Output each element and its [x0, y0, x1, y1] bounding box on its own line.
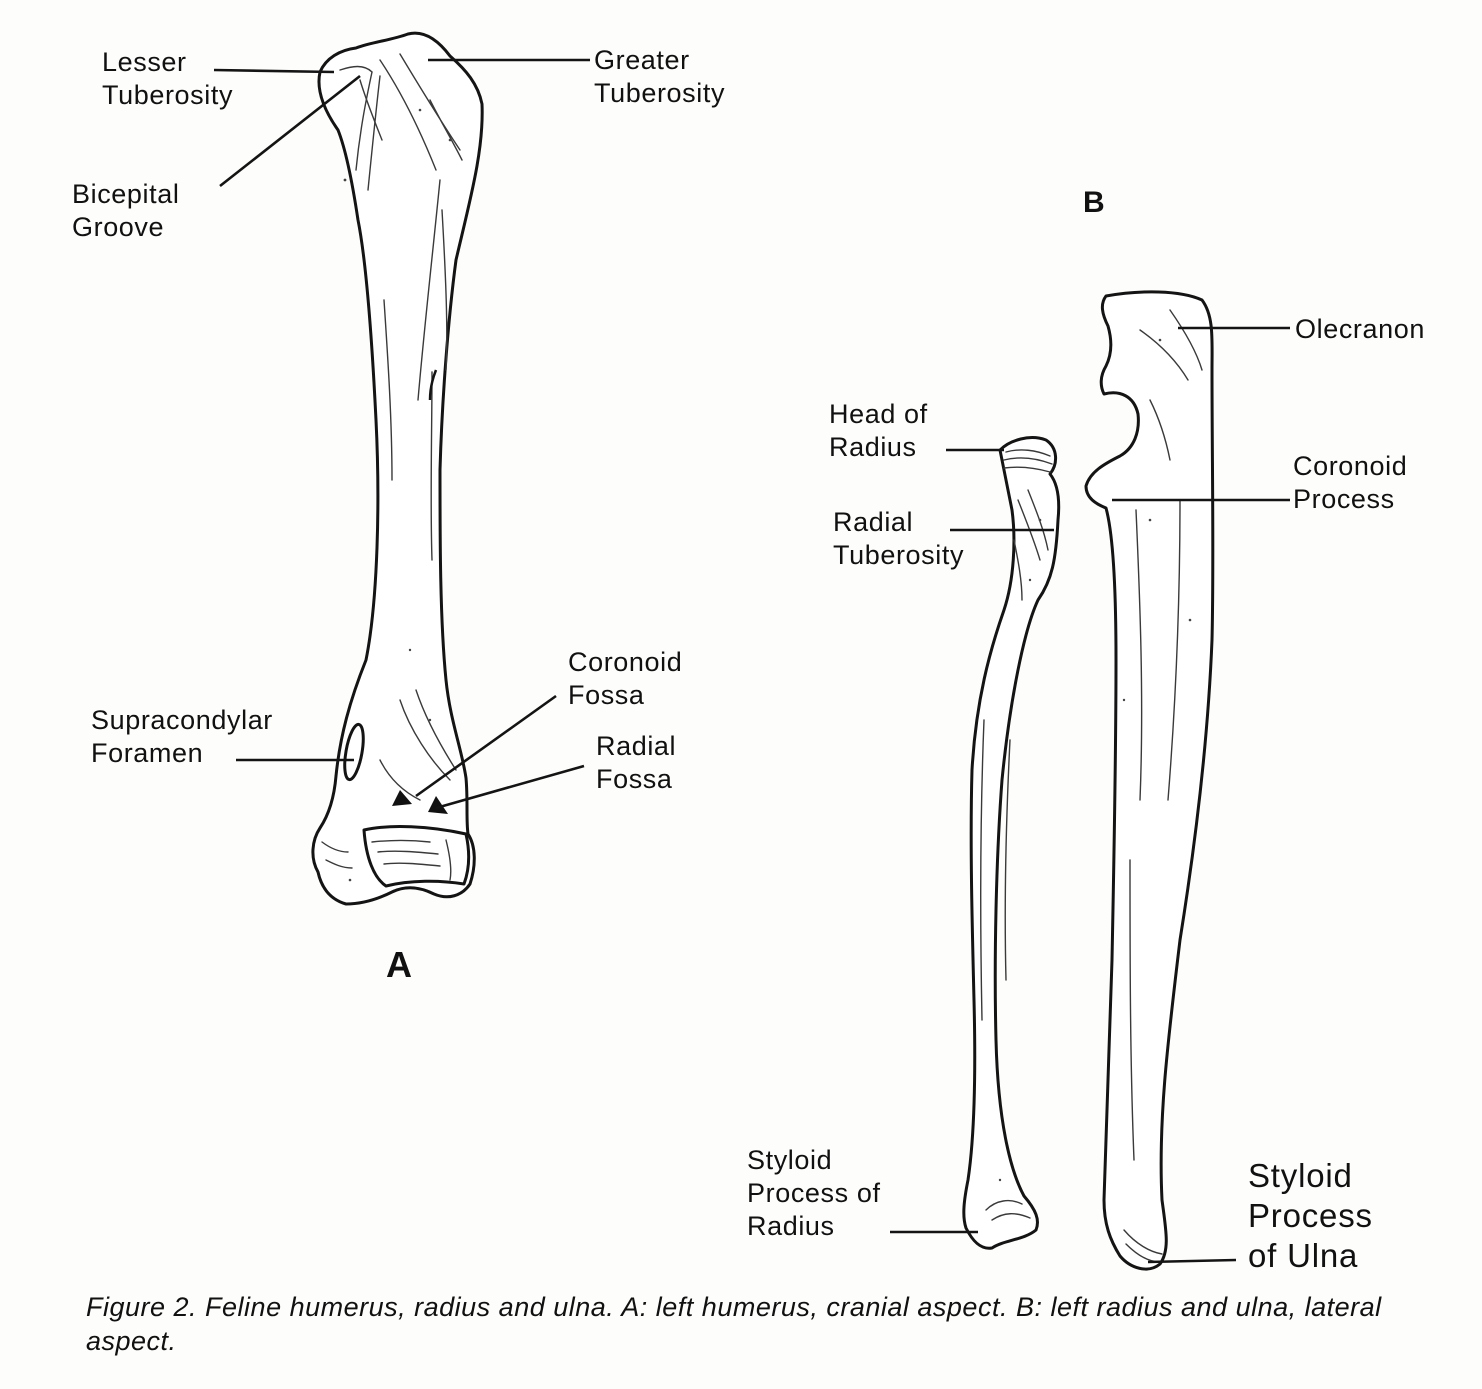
radius-bone: [962, 436, 1061, 1250]
panel-label-a: A: [386, 944, 412, 985]
panel-label-b: B: [1083, 186, 1105, 219]
figure-caption: Figure 2. Feline humerus, radius and uln…: [86, 1292, 1382, 1356]
ulna-bone: [1084, 290, 1215, 1271]
leader-lines: [213, 58, 1290, 1264]
humerus-bone: [311, 31, 484, 906]
label-olecranon: Olecranon: [1295, 314, 1425, 344]
